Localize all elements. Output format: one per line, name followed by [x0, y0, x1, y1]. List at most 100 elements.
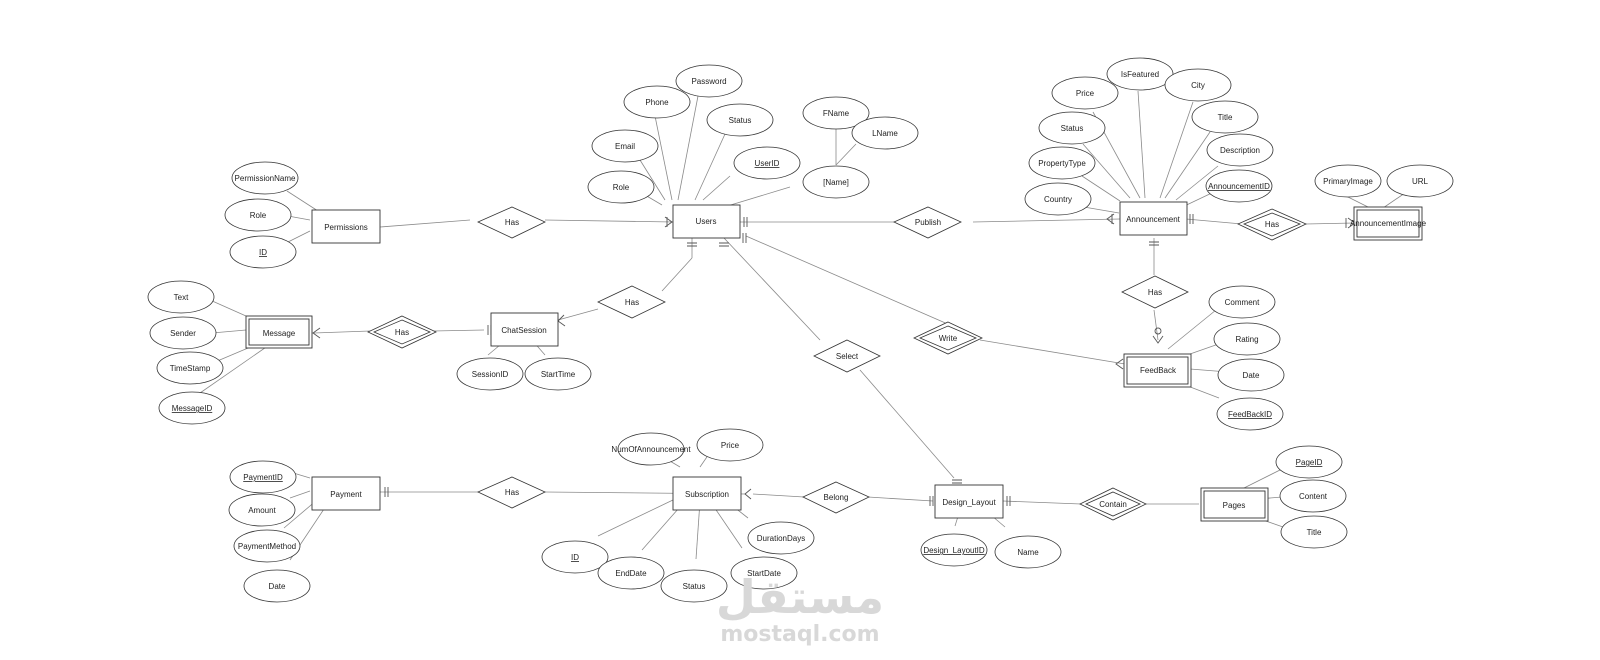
attr-fb-date: Date: [1217, 358, 1285, 392]
rel-announcement-feedback: Has: [1121, 275, 1189, 309]
watermark: مستقل mostaql.com: [716, 570, 884, 647]
attr-ann-description: Description: [1206, 133, 1274, 167]
svg-text:Has: Has: [395, 328, 409, 337]
svg-text:Title: Title: [1307, 528, 1322, 537]
attr-sub-status: Status: [660, 569, 728, 603]
svg-text:Role: Role: [613, 183, 630, 192]
entity-permissions: Permissions: [311, 209, 381, 244]
svg-text:TimeStamp: TimeStamp: [170, 364, 211, 373]
svg-text:Has: Has: [505, 218, 519, 227]
svg-text:Content: Content: [1299, 492, 1328, 501]
attr-msg-text: Text: [147, 280, 215, 314]
svg-text:Subscription: Subscription: [685, 490, 729, 499]
svg-text:Comment: Comment: [1225, 298, 1260, 307]
svg-text:Price: Price: [1076, 89, 1095, 98]
rel-users-announcement: Publish: [893, 206, 962, 239]
rel-payment-subscription: Has: [477, 476, 546, 509]
rel-users-design: Select: [813, 339, 881, 373]
svg-text:PaymentMethod: PaymentMethod: [238, 542, 296, 551]
svg-text:URL: URL: [1412, 177, 1429, 186]
attr-sub-duration: DurationDays: [747, 521, 815, 555]
svg-text:[Name]: [Name]: [823, 178, 849, 187]
attr-pay-method: PaymentMethod: [233, 529, 301, 563]
attr-sub-num: NumOfAnnouncement: [611, 432, 691, 466]
svg-text:Design_Layout: Design_Layout: [942, 498, 996, 507]
svg-text:PrimaryImage: PrimaryImage: [1323, 177, 1373, 186]
attr-pages-content: Content: [1279, 479, 1347, 513]
watermark-url: mostaql.com: [720, 622, 879, 647]
svg-text:Description: Description: [1220, 146, 1260, 155]
attr-design-name: Name: [994, 535, 1062, 569]
attr-sub-startdate: StartDate: [730, 556, 798, 590]
svg-text:Status: Status: [1061, 124, 1084, 133]
svg-text:Design_LayoutID: Design_LayoutID: [923, 546, 985, 555]
attr-pay-id: PaymentID: [229, 460, 297, 494]
attr-fb-rating: Rating: [1213, 322, 1281, 356]
entity-design-layout: Design_Layout: [934, 484, 1004, 519]
svg-text:PropertyType: PropertyType: [1038, 159, 1086, 168]
svg-text:Amount: Amount: [248, 506, 276, 515]
svg-text:AnnouncementImage: AnnouncementImage: [1350, 219, 1427, 228]
entity-users: Users: [672, 204, 741, 239]
svg-text:Permissions: Permissions: [324, 223, 368, 232]
svg-text:Has: Has: [505, 488, 519, 497]
svg-text:FName: FName: [823, 109, 850, 118]
attr-users-name: [Name]: [802, 165, 870, 199]
svg-text:SessionID: SessionID: [472, 370, 509, 379]
svg-text:IsFeatured: IsFeatured: [1121, 70, 1159, 79]
svg-text:FeedBack: FeedBack: [1140, 366, 1177, 375]
svg-text:Rating: Rating: [1235, 335, 1258, 344]
attr-pay-amount: Amount: [228, 493, 296, 527]
svg-text:AnnouncementID: AnnouncementID: [1208, 182, 1270, 191]
svg-text:EndDate: EndDate: [615, 569, 647, 578]
svg-text:PaymentID: PaymentID: [243, 473, 283, 482]
svg-text:UserID: UserID: [755, 159, 780, 168]
svg-text:Phone: Phone: [645, 98, 669, 107]
entity-feedback: FeedBack: [1123, 353, 1192, 388]
svg-text:Publish: Publish: [915, 218, 941, 227]
svg-text:Email: Email: [615, 142, 635, 151]
svg-text:Text: Text: [174, 293, 189, 302]
attr-msg-timestamp: TimeStamp: [156, 351, 224, 385]
rel-chat-message: Has: [367, 315, 437, 349]
attr-pages-title: Title: [1280, 515, 1348, 549]
svg-text:Sender: Sender: [170, 329, 196, 338]
svg-text:ChatSession: ChatSession: [501, 326, 546, 335]
svg-text:Date: Date: [269, 582, 286, 591]
svg-text:StartDate: StartDate: [747, 569, 781, 578]
svg-text:Price: Price: [721, 441, 740, 450]
rel-subscription-design: Belong: [802, 481, 870, 514]
svg-text:ID: ID: [259, 248, 267, 257]
attr-ann-isfeatured: IsFeatured: [1106, 57, 1174, 91]
svg-text:Belong: Belong: [824, 493, 849, 502]
attr-chat-starttime: StartTime: [524, 357, 592, 391]
svg-text:Contain: Contain: [1099, 500, 1127, 509]
attr-pages-id: PageID: [1275, 445, 1343, 479]
entity-message: Message: [245, 315, 313, 349]
svg-text:StartTime: StartTime: [541, 370, 576, 379]
entity-announcement-image: AnnouncementImage: [1350, 206, 1427, 241]
svg-text:Pages: Pages: [1223, 501, 1246, 510]
entity-announcement: Announcement: [1119, 201, 1188, 236]
svg-text:PermissionName: PermissionName: [235, 174, 296, 183]
entity-payment: Payment: [311, 476, 381, 511]
attr-sub-price: Price: [696, 428, 764, 462]
attr-users-userid: UserID: [733, 146, 801, 180]
attr-ann-city: City: [1164, 68, 1232, 102]
svg-text:Message: Message: [263, 329, 296, 338]
svg-text:Announcement: Announcement: [1126, 215, 1181, 224]
svg-text:Status: Status: [683, 582, 706, 591]
attr-users-lname: LName: [851, 116, 919, 150]
attr-users-fname: FName: [802, 96, 870, 130]
attr-fb-id: FeedBackID: [1216, 397, 1284, 431]
attr-chat-sessionid: SessionID: [456, 357, 524, 391]
attr-ann-status: Status: [1038, 111, 1106, 145]
svg-text:Role: Role: [250, 211, 267, 220]
svg-text:Payment: Payment: [330, 490, 362, 499]
attr-permissions-name: PermissionName: [231, 161, 299, 195]
attr-users-phone: Phone: [623, 85, 691, 119]
svg-text:Select: Select: [836, 352, 859, 361]
attr-pay-date: Date: [243, 569, 311, 603]
svg-text:Country: Country: [1044, 195, 1072, 204]
